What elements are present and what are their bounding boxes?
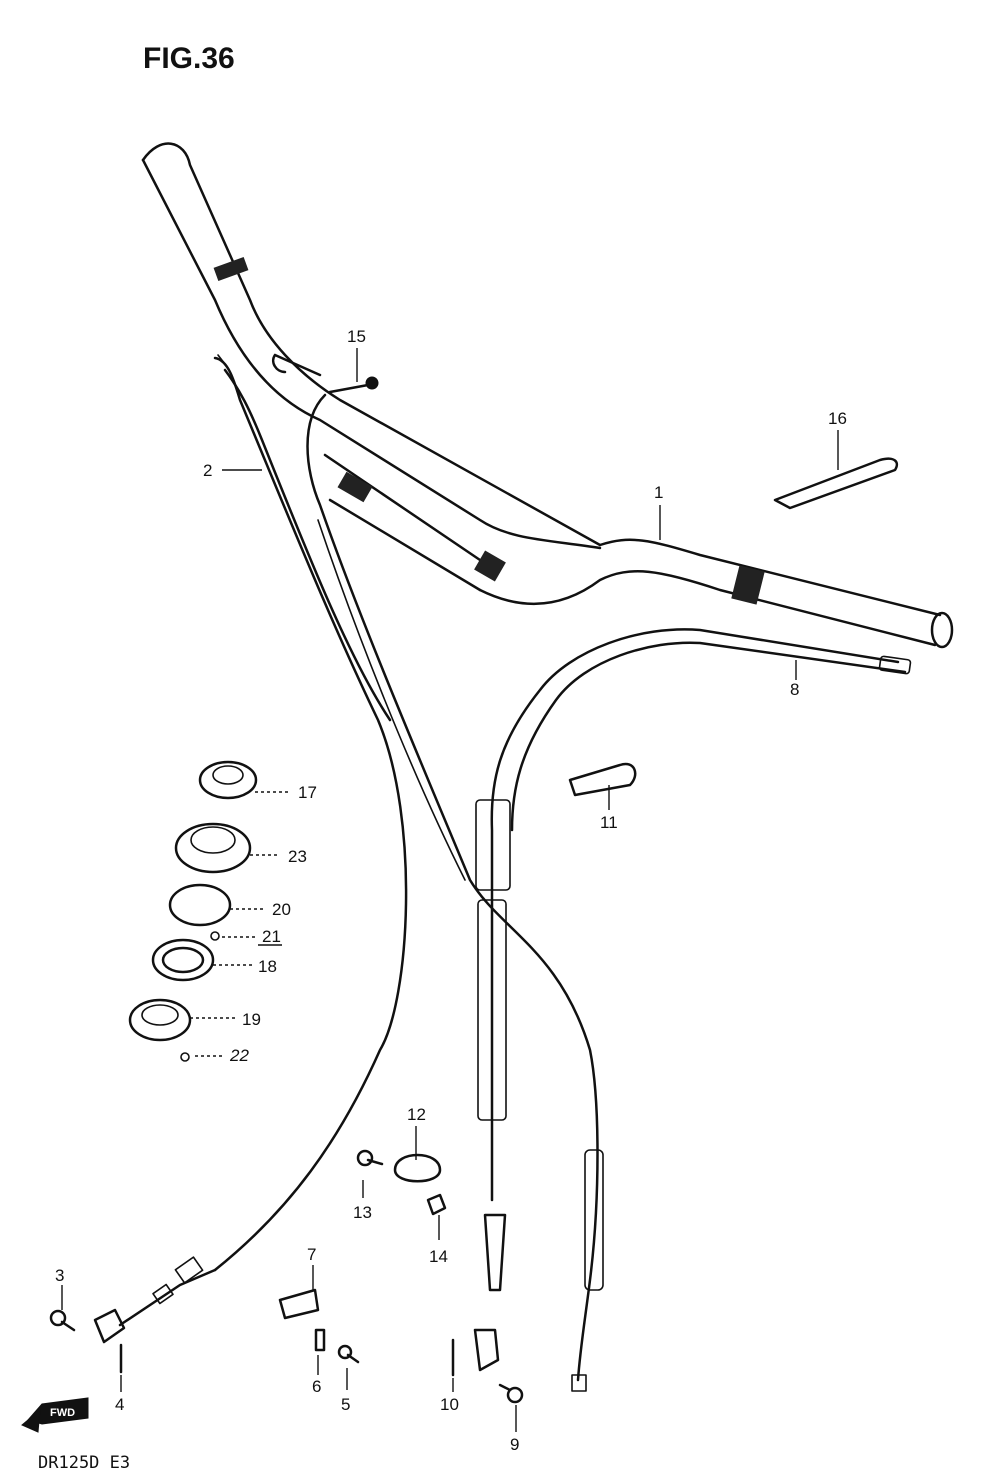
callout-5: 5: [341, 1395, 350, 1414]
model-code: DR125D E3: [38, 1453, 130, 1473]
callout-21: 21: [262, 927, 281, 946]
callout-14: 14: [429, 1247, 448, 1266]
cable-bracket: [568, 762, 637, 797]
cable-clamp-set: [356, 1149, 447, 1216]
callout-8: 8: [790, 680, 799, 699]
callout-11: 11: [600, 813, 618, 832]
callout-2: 2: [203, 461, 212, 480]
brake-cable: [473, 628, 912, 1372]
callout-9: 9: [510, 1435, 519, 1454]
fwd-arrow-icon: FWD: [21, 1397, 89, 1433]
callout-20: 20: [272, 900, 291, 919]
callout-12: 12: [407, 1105, 426, 1124]
pins-and-bolts: [49, 1309, 524, 1404]
switch-screw: [328, 383, 370, 394]
callout-23: 23: [288, 847, 307, 866]
cable-strap: [773, 457, 899, 510]
lower-clamp-set: [278, 1288, 360, 1364]
callout-7: 7: [307, 1245, 316, 1264]
callout-19: 19: [242, 1010, 261, 1029]
throttle-cable: [93, 354, 408, 1344]
fwd-label: FWD: [50, 1407, 75, 1419]
callout-17: 17: [298, 783, 317, 802]
leader-lines: [61, 348, 839, 1432]
figure-title: FIG.36: [143, 42, 235, 75]
callout-15: 15: [347, 327, 366, 346]
handlebar: [141, 142, 954, 649]
center-cable: [306, 393, 604, 1392]
callout-13: 13: [353, 1203, 372, 1222]
callout-6: 6: [312, 1377, 321, 1396]
callout-18: 18: [258, 957, 277, 976]
callout-10: 10: [440, 1395, 459, 1414]
callout-4: 4: [115, 1395, 124, 1414]
callout-16: 16: [828, 409, 847, 428]
callout-1: 1: [654, 483, 663, 502]
callout-22: 22: [229, 1046, 249, 1065]
seal-stack: [128, 760, 258, 1062]
callout-3: 3: [55, 1266, 64, 1285]
